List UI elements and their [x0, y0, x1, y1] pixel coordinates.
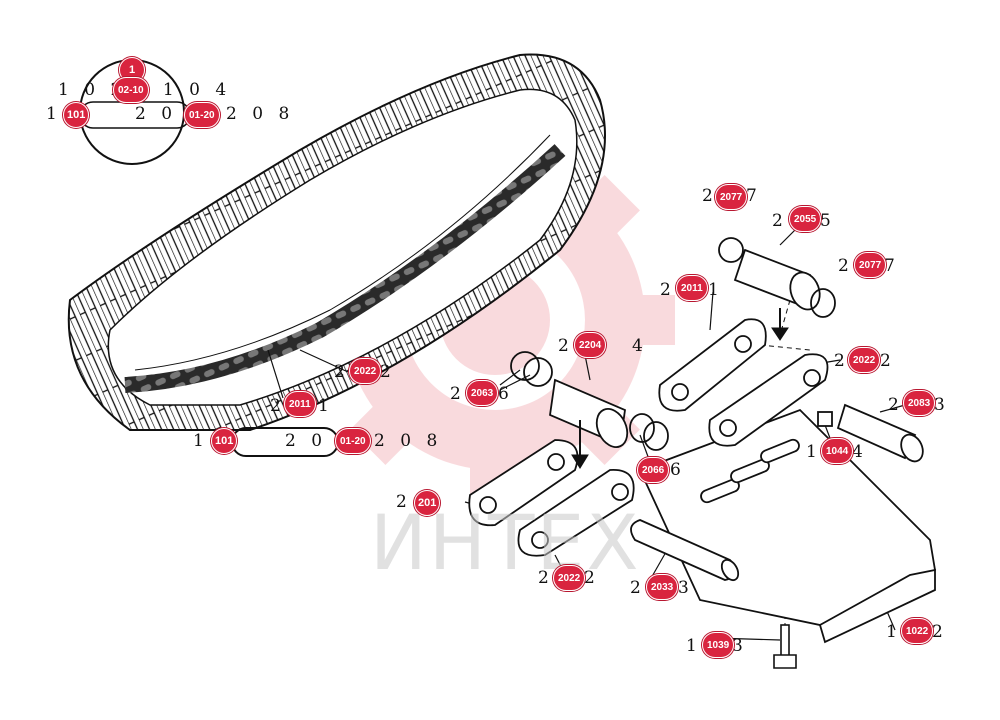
label-2206b-end: 6 [670, 460, 686, 480]
label-1102-end: 2 [932, 622, 948, 642]
label-2022-end: 2 [380, 362, 396, 382]
label-2201: 2 [660, 280, 676, 300]
callout-2011-right[interactable]: 2011 [676, 275, 708, 301]
label-2022: 2 [334, 362, 350, 382]
label-2204: 2 [558, 336, 574, 356]
label-2022b-end: 2 [584, 568, 600, 588]
label-bl-prefix: 1 [193, 431, 209, 451]
label-2202r-end: 2 [880, 351, 896, 371]
label-1103-end: 3 [732, 636, 748, 656]
assembly-arrows [571, 308, 789, 469]
label-2203: 2 [630, 578, 646, 598]
callout-2022-track[interactable]: 2022 [349, 358, 382, 384]
label-2011: 2 [270, 396, 286, 416]
watermark-text: ИНТЕХ [370, 498, 641, 587]
bolt-1103 [773, 624, 797, 669]
bushing-2205 [718, 237, 836, 318]
callout-1022[interactable]: 1022 [901, 618, 934, 644]
label-2203-end: 3 [678, 578, 694, 598]
label-2206a-end: 6 [498, 384, 514, 404]
callout-2055[interactable]: 2055 [789, 206, 822, 232]
callout-101-top[interactable]: 101 [63, 102, 90, 128]
callout-02-10[interactable]: 02-10 [113, 77, 149, 103]
callout-2066[interactable]: 2066 [637, 457, 670, 483]
label-tl-mid-prefix: 1 [46, 104, 62, 124]
label-1102: 1 [886, 622, 902, 642]
callout-2083[interactable]: 2083 [903, 390, 936, 416]
callout-2011-track[interactable]: 2011 [284, 391, 316, 417]
callout-2077-top[interactable]: 2077 [715, 184, 748, 210]
label-2206a: 2 [450, 384, 466, 404]
callout-2022-bottom[interactable]: 2022 [553, 565, 586, 591]
label-bl-suffix: 2 0 8 [374, 431, 443, 451]
callout-201[interactable]: 201 [414, 490, 441, 516]
label-2208: 2 [888, 395, 904, 415]
label-1104-end: 4 [852, 442, 868, 462]
label-1104: 1 [806, 442, 822, 462]
rubber-track [67, 53, 606, 431]
label-bl-middle: 2 0 [285, 431, 328, 451]
label-2202r: 2 [834, 351, 850, 371]
callout-01-20-bottom[interactable]: 01-20 [335, 428, 371, 454]
callout-2063[interactable]: 2063 [466, 380, 499, 406]
label-tl-mid-middle: 2 0 [135, 104, 178, 124]
label-2205: 2 [772, 211, 788, 231]
label-2077a: 2 [702, 186, 718, 206]
label-2077b-end: 7 [884, 256, 900, 276]
callout-2022-right[interactable]: 2022 [848, 347, 881, 373]
callout-2077-right[interactable]: 2077 [854, 252, 887, 278]
label-2011-end: 1 [318, 396, 334, 416]
callout-01-20-top[interactable]: 01-20 [184, 102, 220, 128]
label-2022b: 2 [538, 568, 554, 588]
callout-1039[interactable]: 1039 [702, 632, 735, 658]
label-201: 2 [396, 492, 412, 512]
bushing-2204 [510, 351, 669, 451]
label-2201-end: 1 [708, 280, 724, 300]
label-2077a-end: 7 [746, 186, 762, 206]
track-links [468, 318, 829, 557]
callout-1044[interactable]: 1044 [821, 438, 854, 464]
pin-2033 [630, 519, 740, 582]
label-2205-end: 5 [820, 211, 836, 231]
pin-2208 [817, 403, 924, 463]
label-2208-end: 3 [934, 395, 950, 415]
label-1103: 1 [686, 636, 702, 656]
label-2077b: 2 [838, 256, 854, 276]
callout-2033[interactable]: 2033 [646, 574, 679, 600]
label-tl-mid-suffix: 2 0 8 [226, 104, 295, 124]
callout-101-bottom[interactable]: 101 [211, 428, 238, 454]
callout-2204[interactable]: 2204 [574, 332, 607, 358]
label-2204-end: 4 [632, 336, 648, 356]
